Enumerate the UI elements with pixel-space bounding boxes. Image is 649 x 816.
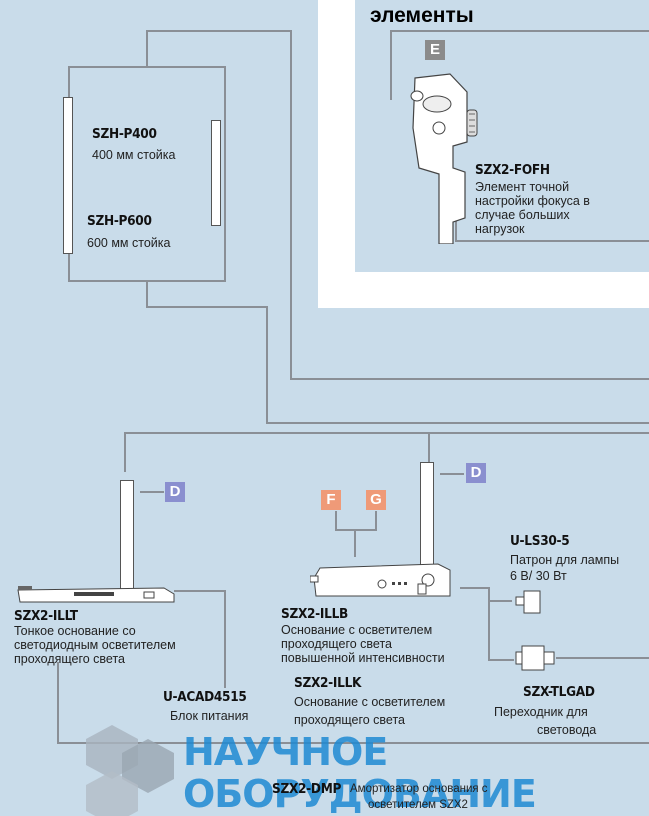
focus-unit-code: SZX2-FOFH [475,162,550,178]
watermark-line-2: ОБОРУДОВАНИЕ [183,772,537,816]
stand-pole-right [211,120,221,226]
illt-code: SZX2-ILLT [14,608,78,624]
focus-unit-illustration [410,73,478,244]
illb-desc-2: проходящего света [281,637,393,651]
badge-f: F [321,490,341,510]
power-desc: Блок питания [170,709,249,723]
badge-g: G [366,490,386,510]
accessory-panel [355,0,649,272]
adapter-desc-2: световода [537,723,597,737]
lamp-desc-1: Патрон для лампы [510,553,620,567]
illb-base-illustration [310,563,451,597]
adapter-code: SZX-TLGAD [523,684,595,700]
lamp-socket-illustration [515,590,541,614]
damper-desc-1: Амортизатор основания с [350,783,488,795]
badge-d-left: D [165,482,185,502]
watermark-cubes [86,725,174,816]
illt-pole [120,480,134,590]
badge-e: E [425,40,445,60]
illb-code: SZX2-ILLB [281,606,348,622]
illt-base-illustration [17,586,175,603]
badge-d-right: D [466,463,486,483]
power-code: U-ACAD4515 [163,689,247,705]
watermark-line-1: НАУЧНОЕ [183,730,388,774]
focus-unit-desc-3: случае больших [475,208,570,222]
focus-unit-desc-4: нагрузок [475,222,525,236]
illt-desc-3: проходящего света [14,652,126,666]
adapter-illustration [515,645,555,671]
illt-desc-2: светодиодным осветителем [14,638,176,652]
stand-pole-left [63,97,73,254]
panel-title: элементы [370,4,474,27]
stand-600-code: SZH-P600 [87,213,152,229]
adapter-desc-1: Переходник для [494,705,588,719]
illt-desc-1: Тонкое основание со [14,624,136,638]
damper-desc-2: осветителем SZX2 [368,799,468,811]
illk-desc-1: Основание с осветителем [294,695,446,709]
illk-code: SZX2-ILLK [294,675,362,691]
illk-desc-2: проходящего света [294,713,406,727]
lamp-code: U-LS30-5 [510,533,570,549]
illb-desc-1: Основание с осветителем [281,623,433,637]
stand-400-desc: 400 мм стойка [92,148,176,162]
stand-600-desc: 600 мм стойка [87,236,171,250]
focus-unit-desc-2: настройки фокуса в [475,194,590,208]
stand-400-code: SZH-P400 [92,126,157,142]
illb-desc-3: повышенной интенсивности [281,651,445,665]
lamp-desc-2: 6 В/ 30 Вт [510,569,567,583]
damper-code: SZX2-DMP [272,781,342,797]
focus-unit-desc-1: Элемент точной [475,180,570,194]
